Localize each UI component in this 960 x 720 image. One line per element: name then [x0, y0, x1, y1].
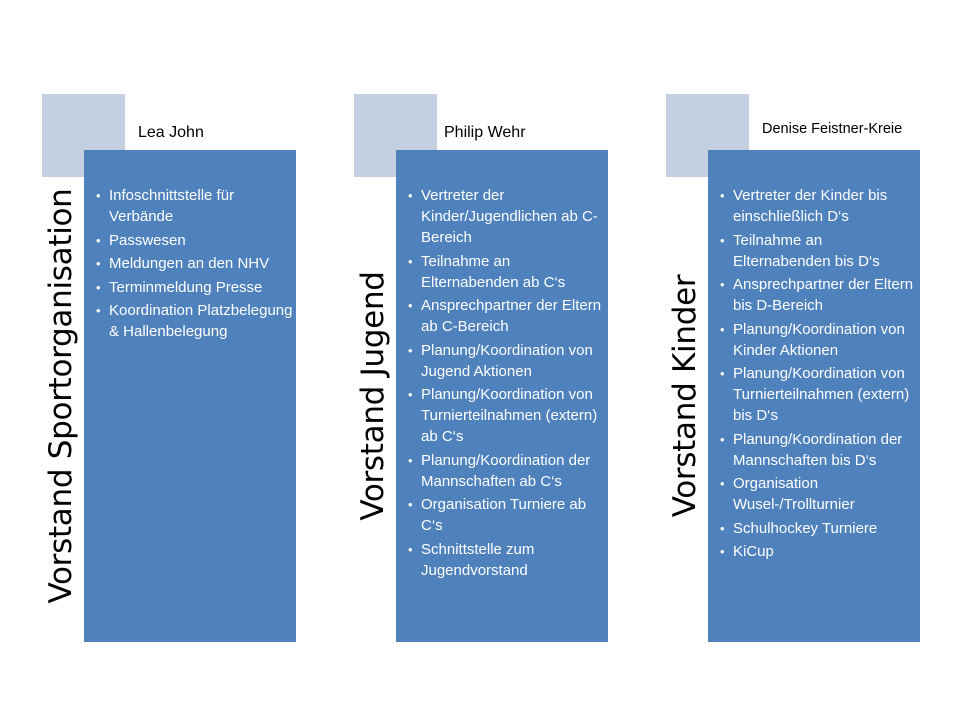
person-name: Philip Wehr	[444, 124, 526, 141]
duty-item: Meldungen an den NHV	[96, 253, 294, 274]
role-title: Vorstand Jugend	[350, 150, 396, 642]
role-title-text: Vorstand Kinder	[667, 274, 703, 518]
duty-item: Koordination Platzbelegung & Hallenbeleg…	[96, 300, 294, 342]
duty-item: Organisation Turniere ab C‘s	[408, 494, 606, 536]
duty-item: Planung/Koordination von Kinder Aktionen	[720, 319, 918, 361]
duty-item: Vertreter der Kinder/Jugendlichen ab C-B…	[408, 185, 606, 248]
duty-item: Passwesen	[96, 230, 294, 251]
duty-item: Schulhockey Turniere	[720, 518, 918, 539]
duty-item: Planung/Koordination von Turnierteilnahm…	[720, 363, 918, 426]
duty-item: Vertreter der Kinder bis einschließlich …	[720, 185, 918, 227]
duty-item: Planung/Koordination von Jugend Aktionen	[408, 340, 606, 382]
org-column-kinder: Denise Feistner-Kreie Vorstand Kinder Ve…	[0, 0, 920, 720]
org-column-jugend: Philip Wehr Vorstand Jugend Vertreter de…	[0, 0, 608, 720]
org-column-sportorganisation: Lea John Vorstand Sportorganisation Info…	[0, 0, 300, 720]
role-title-text: Vorstand Jugend	[355, 271, 391, 521]
duty-item: Planung/Koordination der Mannschaften ab…	[408, 450, 606, 492]
role-title: Vorstand Kinder	[662, 150, 708, 642]
person-name: Lea John	[138, 124, 204, 141]
duty-item: Teilnahme an Elternabenden bis D‘s	[720, 230, 918, 272]
duty-item: Planung/Koordination von Turnierteilnahm…	[408, 384, 606, 447]
duty-item: KiCup	[720, 541, 918, 562]
duty-item: Infoschnittstelle für Verbände	[96, 185, 294, 227]
duties-list: Vertreter der Kinder bis einschließlich …	[720, 185, 918, 565]
duty-item: Ansprechpartner der Eltern ab C-Bereich	[408, 295, 606, 337]
duties-list: Infoschnittstelle für Verbände Passwesen…	[96, 185, 294, 345]
duty-item: Ansprechpartner der Eltern bis D-Bereich	[720, 274, 918, 316]
duty-item: Schnittstelle zum Jugendvorstand	[408, 539, 606, 581]
duties-list: Vertreter der Kinder/Jugendlichen ab C-B…	[408, 185, 606, 583]
duty-item: Planung/Koordination der Mannschaften bi…	[720, 429, 918, 471]
duty-item: Organisation Wusel-/Trollturnier	[720, 473, 918, 515]
person-name: Denise Feistner-Kreie	[762, 121, 903, 137]
duty-item: Teilnahme an Elternabenden ab C‘s	[408, 251, 606, 293]
duty-item: Terminmeldung Presse	[96, 277, 294, 298]
